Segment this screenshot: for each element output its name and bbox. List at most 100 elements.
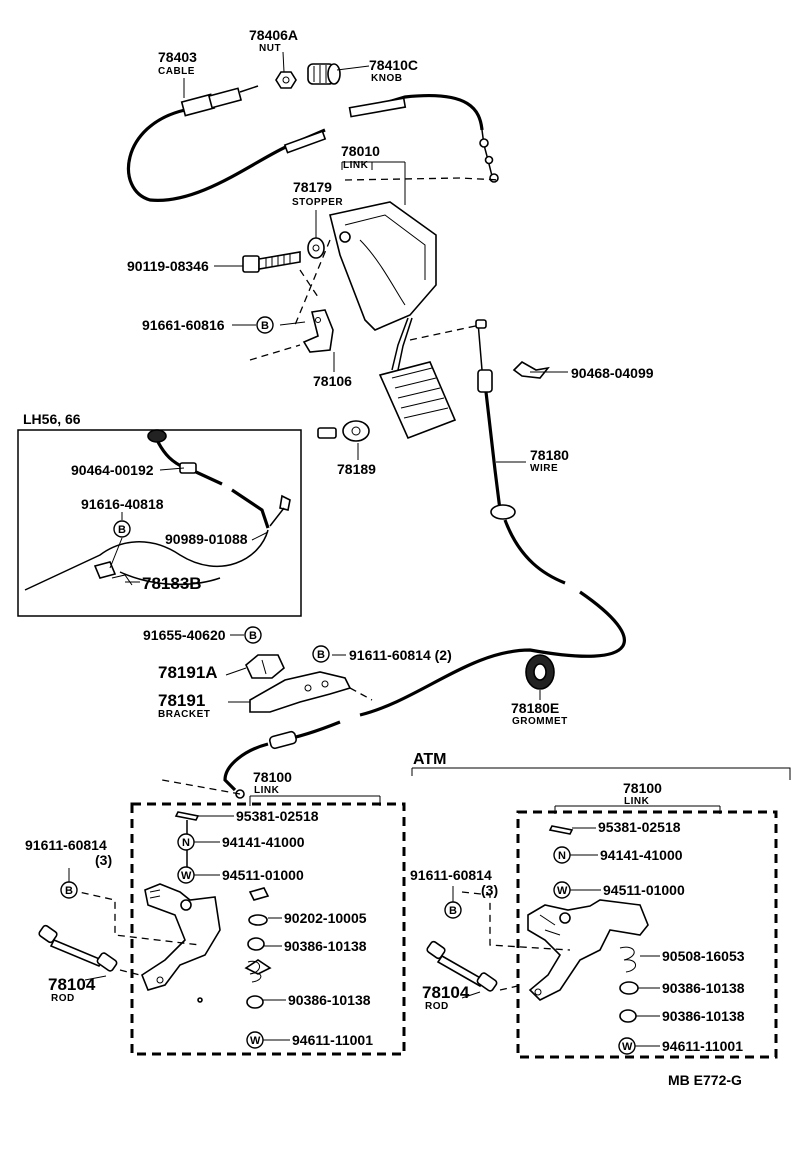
- atm-title: ATM: [413, 751, 446, 768]
- atm-callout-78104: 78104: [422, 983, 470, 1002]
- inset-title: LH56, 66: [23, 411, 81, 427]
- atm-code-w2: W: [618, 1037, 636, 1055]
- b-code-icon: [312, 645, 330, 663]
- pedal-stopper-78189: [317, 420, 370, 442]
- hand-throttle-cable: [126, 85, 499, 202]
- mt-callout-94511-01000: 94511-01000: [222, 867, 304, 883]
- callout-78406a: 78406A: [249, 27, 298, 43]
- mt-callout-94611-11001: 94611-11001: [292, 1032, 373, 1048]
- callout-78410c: 78410C: [369, 57, 418, 73]
- atm-callout-90508-16053: 90508-16053: [662, 948, 745, 964]
- callout-78180-name: WIRE: [530, 463, 558, 474]
- mt-callout-78100-name: LINK: [254, 785, 280, 796]
- atm-callout-94141-41000: 94141-41000: [600, 847, 683, 863]
- atm-code-n: N: [553, 846, 571, 864]
- atm-link-frame: [516, 810, 778, 1059]
- callout-78179-name: STOPPER: [292, 197, 343, 208]
- accelerator-wire: [223, 319, 626, 799]
- callout-91655-40620: 91655-40620: [143, 627, 226, 643]
- mt-code-n: N: [177, 833, 195, 851]
- code-b-91661-letter: B: [261, 320, 269, 332]
- callout-78191-name: BRACKET: [158, 709, 210, 720]
- callout-78406a-name: NUT: [259, 43, 281, 54]
- b-code-icon: [113, 520, 131, 538]
- atm-callout-94511-01000: 94511-01000: [603, 882, 685, 898]
- callout-78403: 78403: [158, 49, 197, 65]
- grommet-78180e: [525, 654, 555, 690]
- atm-callout-78100: 78100: [623, 780, 662, 796]
- drawing-code: MB E772-G: [668, 1072, 742, 1088]
- atm-callout-91611-qty: (3): [481, 882, 498, 898]
- callout-78403-name: CABLE: [158, 66, 195, 77]
- atm-callout-95381-02518: 95381-02518: [598, 819, 681, 835]
- atm-callout-90386-10138-a: 90386-10138: [662, 980, 745, 996]
- atm-rod-78104: [426, 940, 498, 992]
- mt-callout-78104: 78104: [48, 975, 96, 994]
- mt-code-w2: W: [246, 1031, 264, 1049]
- callout-78191: 78191: [158, 691, 205, 710]
- mt-callout-78100: 78100: [253, 769, 292, 785]
- mt-callout-78104-name: ROD: [51, 993, 75, 1004]
- bracket-78191: [249, 671, 352, 713]
- callout-78191a: 78191A: [158, 663, 218, 682]
- inset-callout-91616-40818: 91616-40818: [81, 496, 164, 512]
- mt-callout-90202-10005: 90202-10005: [284, 910, 367, 926]
- mt-callout-90386-10138-a: 90386-10138: [284, 938, 367, 954]
- mt-callout-91611-qty: (3): [95, 852, 112, 868]
- atm-code-b-letter: B: [449, 905, 457, 917]
- atm-callout-94611-11001: 94611-11001: [662, 1038, 743, 1054]
- callout-90119-08346: 90119-08346: [127, 258, 209, 274]
- clamp-78191a: [245, 654, 285, 679]
- callout-78180e-name: GROMMET: [512, 716, 568, 727]
- b-code-icon: [256, 316, 274, 334]
- b-code-icon: [244, 626, 262, 644]
- code-b-91655-letter: B: [249, 630, 257, 642]
- callout-78010: 78010: [341, 143, 380, 159]
- atm-callout-91611-60814: 91611-60814: [410, 867, 492, 883]
- inset-drawing: [24, 429, 291, 591]
- callout-91611-60814-2: 91611-60814 (2): [349, 647, 452, 663]
- bolt-90119: [242, 251, 301, 273]
- code-b-91655: B: [244, 626, 262, 644]
- mt-code-b-letter: B: [65, 885, 73, 897]
- mt-callout-90386-10138-b: 90386-10138: [288, 992, 371, 1008]
- mt-code-w1-letter: W: [181, 870, 192, 882]
- atm-code-w2-letter: W: [622, 1041, 633, 1053]
- code-b-91616: B: [113, 520, 131, 538]
- accelerator-pedal: [378, 361, 457, 440]
- callout-78410c-name: KNOB: [371, 73, 402, 84]
- mt-code-b: B: [60, 881, 78, 899]
- atm-callout-78104-name: ROD: [425, 1001, 449, 1012]
- atm-code-b: B: [444, 901, 462, 919]
- mt-code-w1: W: [177, 866, 195, 884]
- mt-code-n-letter: N: [182, 837, 190, 849]
- code-b-91611: B: [312, 645, 330, 663]
- callout-78106: 78106: [313, 373, 352, 389]
- callout-78180: 78180: [530, 447, 569, 463]
- atm-link-assembly: [527, 825, 649, 1023]
- mt-callout-95381-02518: 95381-02518: [236, 808, 319, 824]
- clip-90468: [512, 361, 550, 379]
- callout-78179: 78179: [293, 179, 332, 195]
- callout-78189: 78189: [337, 461, 376, 477]
- inset-callout-90464-00192: 90464-00192: [71, 462, 154, 478]
- callout-78010-name: LINK: [343, 160, 369, 171]
- stopper: [307, 237, 325, 259]
- callout-78180e: 78180E: [511, 700, 559, 716]
- mt-rod-78104: [38, 924, 118, 972]
- mt-callout-94141-41000: 94141-41000: [222, 834, 305, 850]
- code-b-91616-letter: B: [118, 524, 126, 536]
- inset-callout-90989-01088: 90989-01088: [165, 531, 248, 547]
- mt-link-frame: [130, 802, 406, 1056]
- atm-callout-78100-name: LINK: [624, 796, 650, 807]
- atm-callout-90386-10138-b: 90386-10138: [662, 1008, 745, 1024]
- bracket-78106: [302, 309, 334, 353]
- accelerator-pedal-link: [329, 201, 437, 371]
- code-b-91611-letter: B: [317, 649, 325, 661]
- atm-code-w1-letter: W: [557, 885, 568, 897]
- inset-callout-78183b: 78183B: [142, 574, 202, 593]
- callout-90468-04099: 90468-04099: [571, 365, 654, 381]
- callout-91661-60816: 91661-60816: [142, 317, 225, 333]
- atm-code-w1: W: [553, 881, 571, 899]
